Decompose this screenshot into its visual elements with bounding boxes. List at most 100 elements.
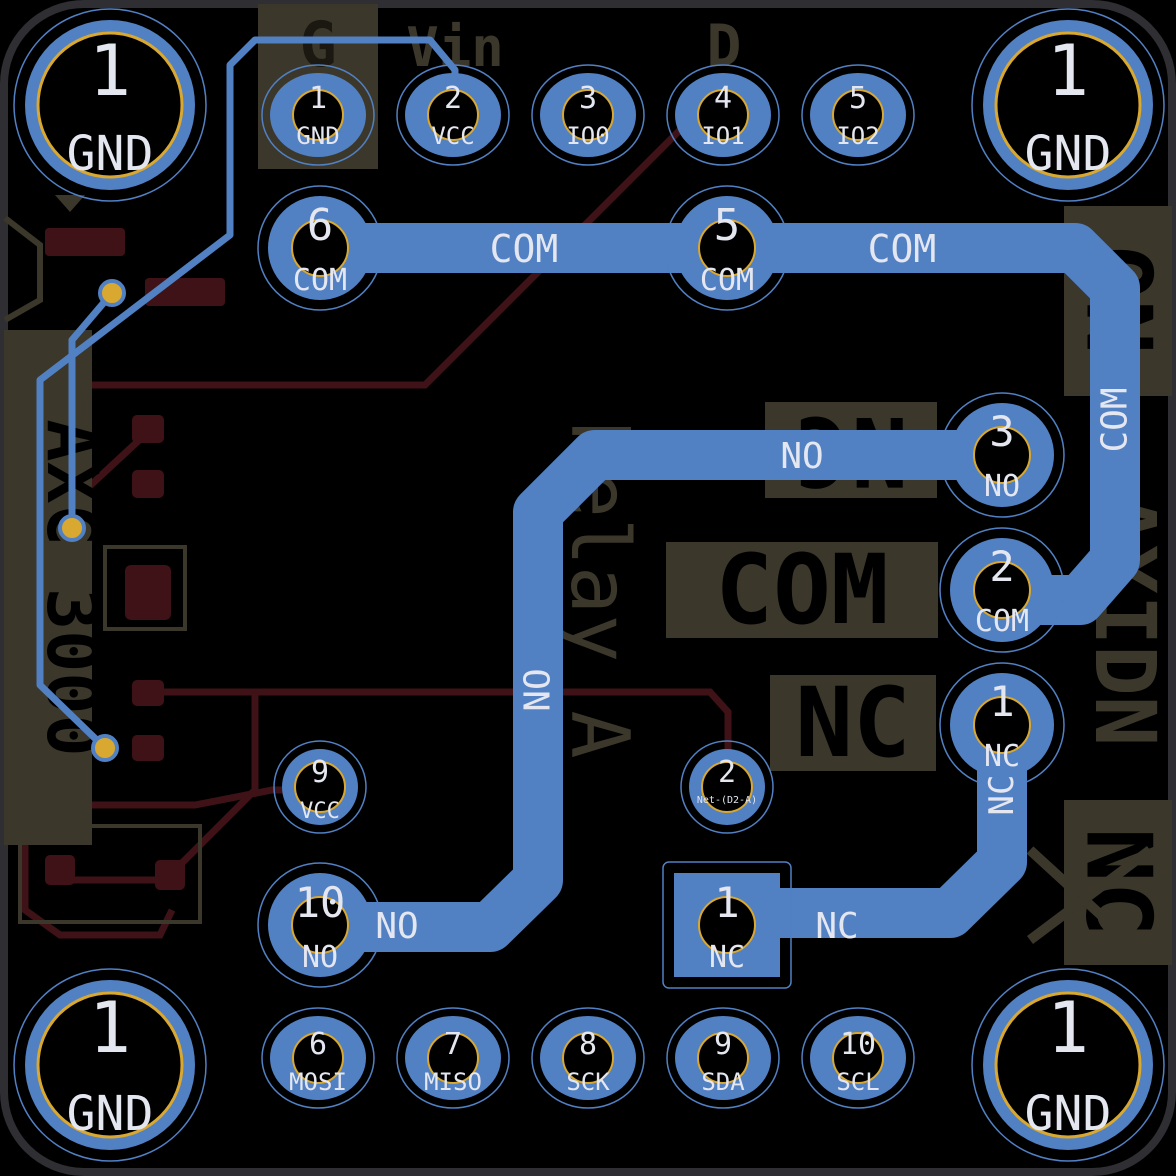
svg-text:1: 1: [1047, 987, 1089, 1069]
silk-strike: [1027, 846, 1153, 944]
back-pad-smd: [125, 565, 171, 620]
silk-com-box-label: COM: [715, 534, 888, 646]
silk-label-g: G: [299, 8, 336, 81]
trace-com: [295, 223, 1140, 625]
header-top-pin-3: 3 IO0: [531, 64, 645, 166]
back-pad-smd: [132, 415, 164, 443]
header-bottom-pin-6: 6 MOSI: [261, 1007, 375, 1109]
via: [91, 734, 119, 762]
back-trace-io1: [85, 127, 683, 389]
silk-nc-mid-box: [770, 675, 936, 771]
svg-text:1: 1: [309, 81, 327, 116]
back-pad-smd: [155, 860, 185, 890]
header-top-pin-2: 2 VCC: [396, 64, 510, 166]
header-top-pin-4: 4 IO1: [666, 64, 780, 166]
silk-strike: [1026, 846, 1154, 964]
back-pad-smd: [132, 680, 164, 706]
silk-nc-right-box: [1064, 800, 1172, 965]
svg-text:1: 1: [714, 878, 739, 927]
svg-text:GND: GND: [296, 122, 339, 150]
svg-text:8: 8: [579, 1027, 597, 1062]
trace-label-nc: NC: [815, 906, 858, 947]
trace-vcc-signal: [36, 36, 459, 752]
trace-label-com: COM: [490, 227, 559, 271]
silk-label-d: D: [707, 12, 742, 80]
terminal-pad-2: 2 COM: [939, 527, 1065, 653]
terminal-pad-1: 1 NC: [939, 662, 1065, 788]
header-bottom: 6 MOSI 7 MISO 8 SCK 9 SDA 10: [261, 1007, 915, 1109]
trace-net-labels: COM COM COM NO NO NO NC NC: [375, 227, 1135, 947]
silk-com-box: [666, 542, 938, 638]
svg-text:VCC: VCC: [300, 799, 340, 824]
svg-text:NC: NC: [984, 739, 1020, 774]
trace-nc: [705, 700, 1027, 938]
svg-text:5: 5: [849, 81, 867, 116]
svg-text:NC: NC: [709, 940, 745, 975]
svg-text:VCC: VCC: [431, 122, 474, 150]
trace-label-no: NO: [375, 906, 418, 947]
svg-text:NO: NO: [984, 469, 1020, 504]
trace-signal: [68, 289, 116, 532]
trace-no: [295, 430, 1027, 952]
relay-pad-9: 9 VCC: [273, 740, 367, 834]
back-trace-d2: [150, 688, 732, 760]
relay-pad-10: 10 NO: [257, 862, 383, 988]
silk-component-outline: [103, 545, 187, 631]
back-pad-smd: [45, 855, 75, 885]
relay-footprint: 6 COM 5 COM 9 VCC 10 NO 2: [257, 185, 792, 989]
svg-text:2: 2: [718, 755, 736, 790]
header-bottom-pin-9: 9 SDA: [666, 1007, 780, 1109]
via: [58, 514, 86, 542]
silk-left-outline: [3, 215, 43, 323]
trace-label-com: COM: [868, 227, 937, 271]
relay-pad-1: 1 NC: [662, 861, 792, 989]
svg-text:9: 9: [714, 1027, 732, 1062]
header-bottom-pin-8: 8 SCK: [531, 1007, 645, 1109]
svg-text:3: 3: [579, 81, 597, 116]
back-trace-diag: [55, 692, 259, 884]
svg-text:COM: COM: [975, 604, 1029, 639]
svg-text:10: 10: [840, 1027, 876, 1062]
silk-left-text-box: [4, 330, 92, 845]
silk-nc-mid-label: NC: [795, 667, 911, 779]
header-top-pin-5: 5 IO2: [801, 64, 915, 166]
svg-text:COM: COM: [293, 263, 347, 298]
relay-pad-5: 5 COM: [664, 185, 790, 311]
svg-text:IO1: IO1: [701, 122, 744, 150]
svg-text:6: 6: [309, 1027, 327, 1062]
svg-text:4: 4: [714, 81, 732, 116]
mount-hole-tr: 1 GND: [971, 8, 1165, 202]
svg-text:GND: GND: [1025, 126, 1112, 182]
svg-text:IO2: IO2: [836, 122, 879, 150]
svg-text:7: 7: [444, 1027, 462, 1062]
trace-label-nc: NC: [982, 775, 1022, 816]
trace-label-no: NO: [518, 668, 559, 711]
back-pad-smd: [45, 228, 125, 256]
front-copper-traces: [36, 36, 1140, 952]
svg-text:1: 1: [1047, 30, 1089, 112]
silk-nc-right-label: NC: [1066, 828, 1171, 936]
svg-text:5: 5: [714, 200, 741, 251]
svg-text:GND: GND: [1025, 1086, 1112, 1142]
mount-hole-tl: 1 GND: [13, 8, 207, 202]
back-pad-smd: [132, 470, 164, 498]
svg-text:GND: GND: [67, 126, 154, 182]
svg-text:1: 1: [89, 987, 131, 1069]
vias: [58, 279, 126, 762]
svg-text:SCK: SCK: [566, 1068, 610, 1096]
svg-text:2: 2: [444, 81, 462, 116]
back-trace-left-outline: [21, 830, 176, 939]
svg-text:NO: NO: [302, 940, 338, 975]
relay-pad-2: 2 Net-(D2-A): [680, 740, 774, 834]
svg-text:Net-(D2-A): Net-(D2-A): [697, 795, 757, 806]
svg-text:IO0: IO0: [566, 122, 609, 150]
svg-text:1: 1: [989, 677, 1014, 726]
svg-text:GND: GND: [67, 1086, 154, 1142]
mount-hole-bl: 1 GND: [13, 968, 207, 1162]
svg-text:MISO: MISO: [424, 1068, 482, 1096]
svg-text:SDA: SDA: [701, 1068, 745, 1096]
svg-text:SCL: SCL: [836, 1068, 879, 1096]
relay-pad-6: 6 COM: [257, 185, 383, 311]
svg-text:10: 10: [295, 878, 346, 927]
